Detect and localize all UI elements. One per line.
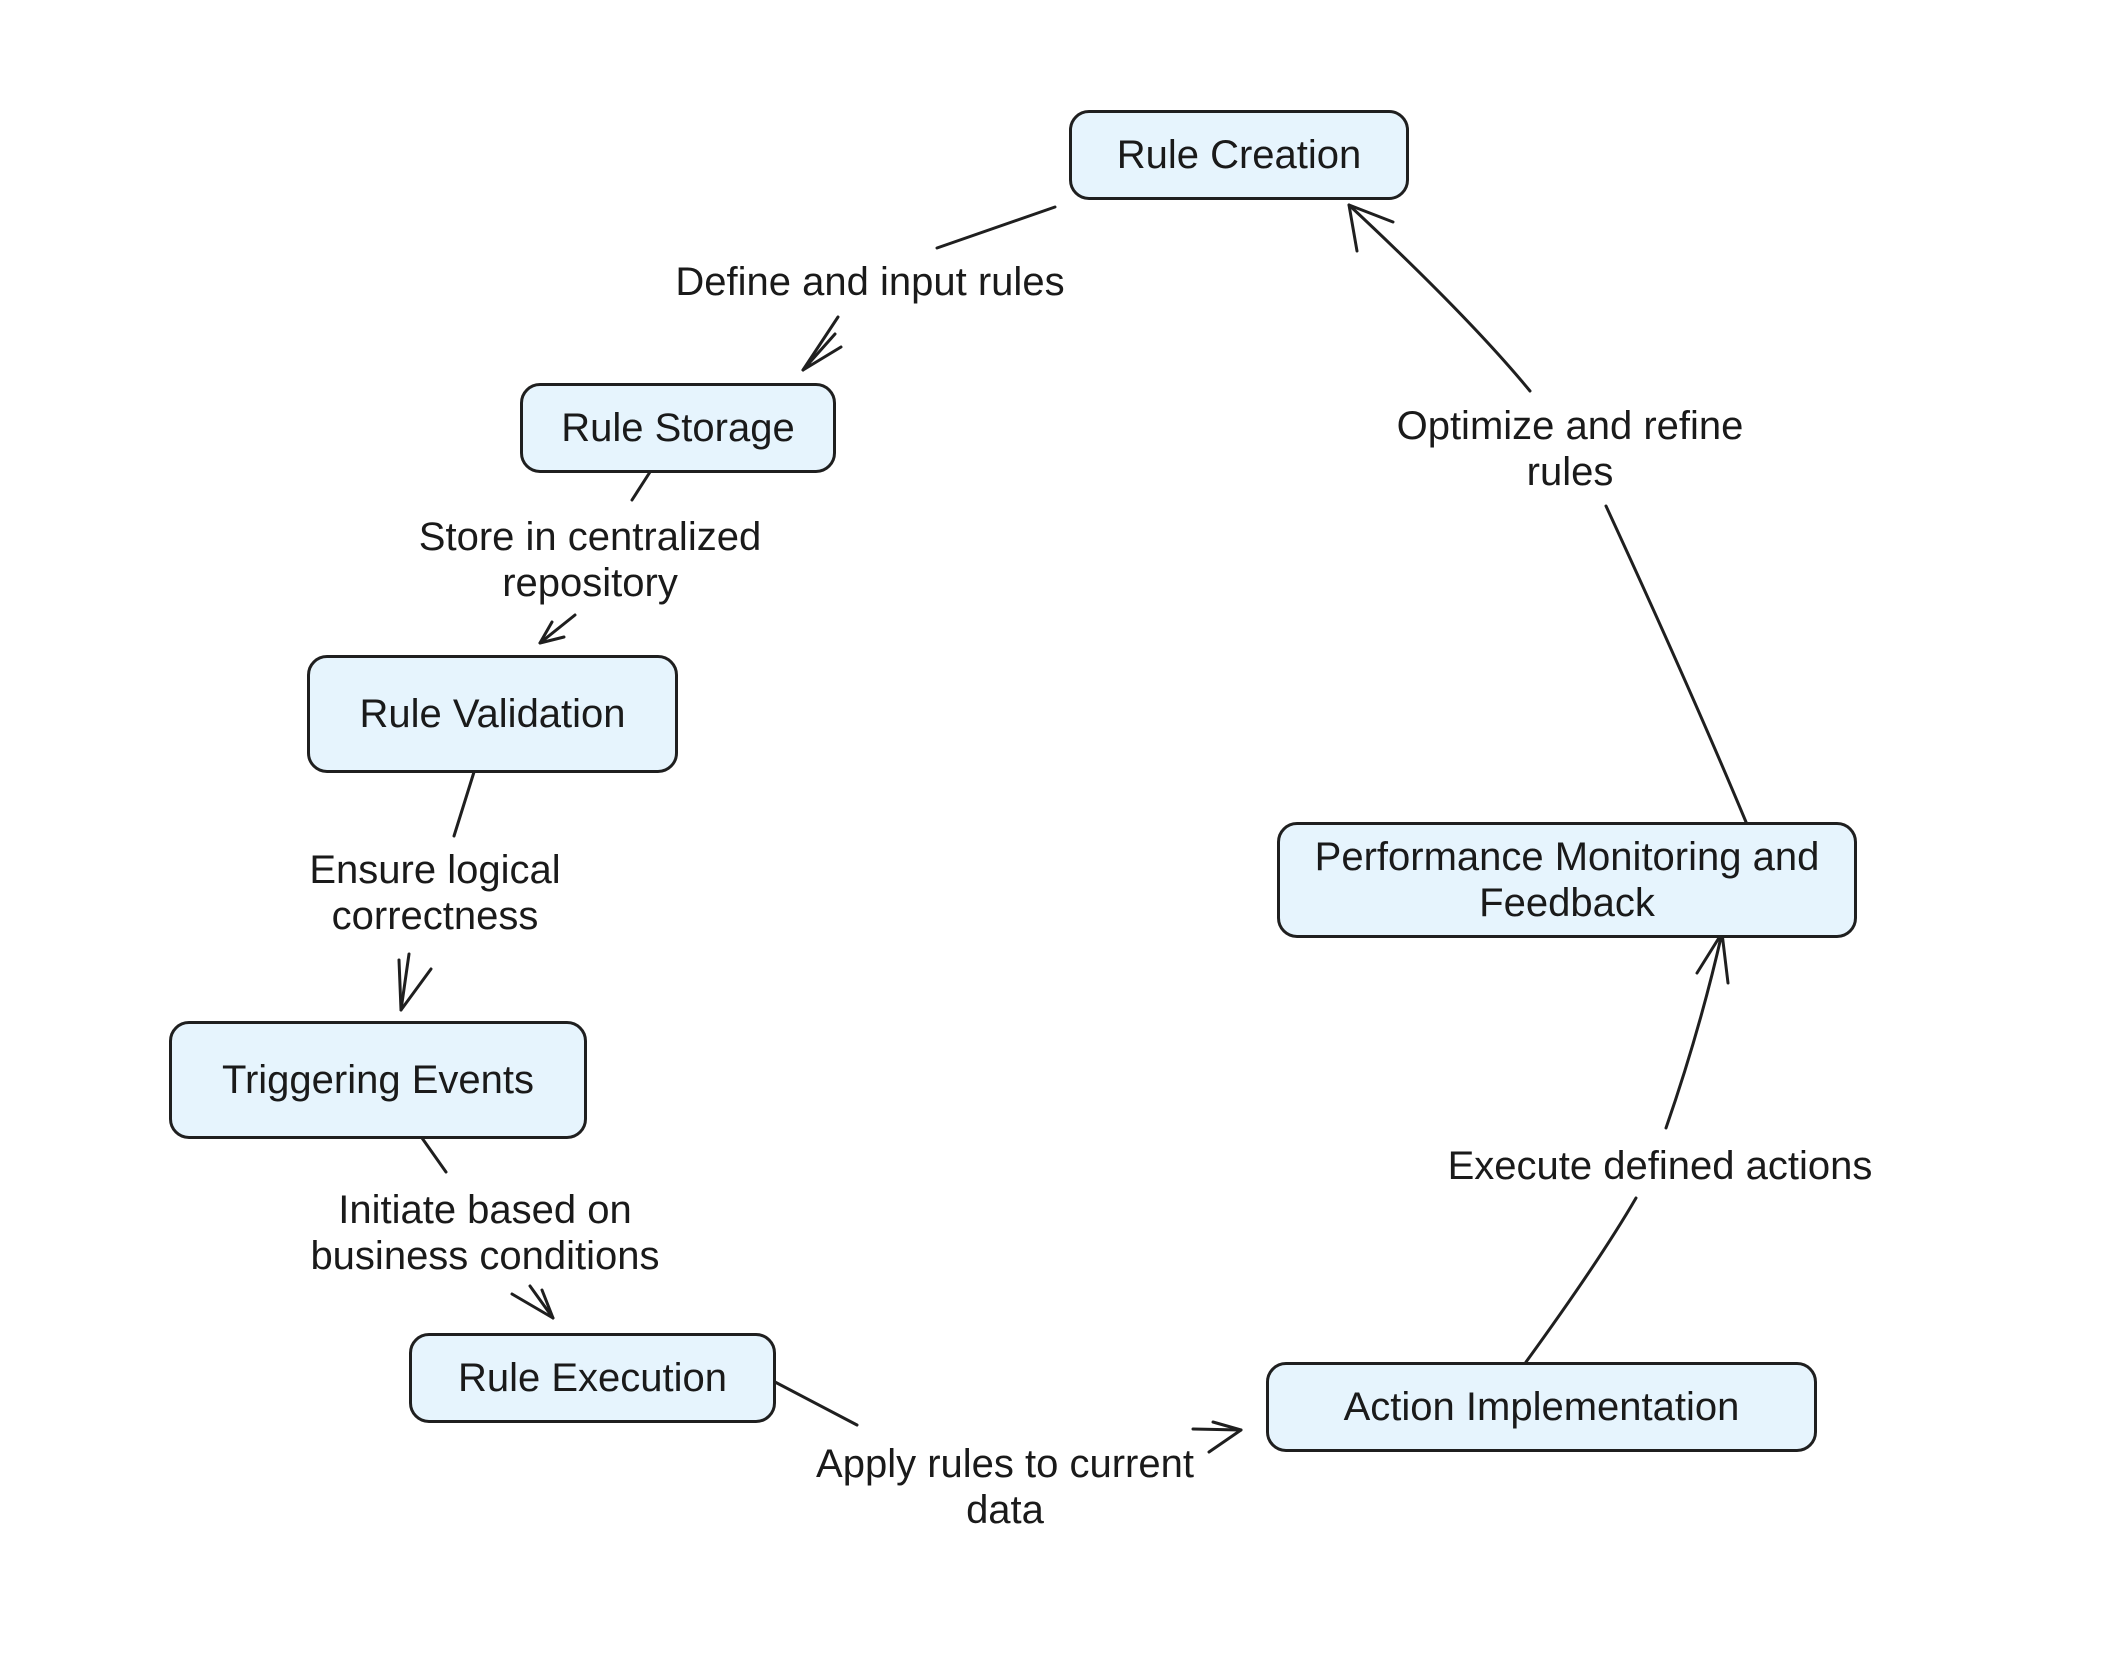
arrowhead-triggering-to-execution [510,1288,555,1320]
edge-label-line: Apply rules to current [816,1442,1194,1486]
edge-label-line: correctness [331,894,539,938]
edge-creation-to-storage [935,205,1057,250]
edge-label-line: repository [502,561,678,605]
edge-triggering-to-execution-tail [528,1284,555,1320]
edge-label-line: data [966,1488,1044,1532]
edge-performance-to-creation [1604,504,1748,824]
arrowhead-performance-to-creation [1347,203,1395,253]
edge-execution-to-action [773,1380,859,1427]
arrowhead-validation-to-triggering [397,958,433,1012]
node-rule-execution[interactable]: Rule Execution [409,1333,776,1423]
edge-label-apply-rules: Apply rules to current data [800,1441,1210,1533]
edge-label-line: rules [1526,450,1614,494]
edge-execution-to-action-tail [1191,1427,1243,1432]
edge-action-to-performance-tail [1664,931,1724,1130]
node-performance-monitoring[interactable]: Performance Monitoring and Feedback [1277,822,1857,938]
node-triggering-events[interactable]: Triggering Events [169,1021,587,1139]
edge-action-to-performance [1524,1196,1638,1364]
edge-label-optimize-refine: Optimize and refine rules [1380,403,1760,495]
edge-label-line: Execute defined actions [1447,1144,1873,1188]
edge-label-initiate-business: Initiate based on business conditions [300,1187,670,1279]
arrowhead-execution-to-action [1207,1420,1243,1454]
edge-label-ensure-logical: Ensure logical correctness [290,847,580,939]
node-rule-creation[interactable]: Rule Creation [1069,110,1409,200]
edge-label-line: business conditions [310,1234,660,1278]
edge-creation-to-storage-tail [801,315,840,372]
edge-label-line: Optimize and refine [1396,404,1744,448]
edge-label-define-input: Define and input rules [670,259,1070,305]
arrowhead-creation-to-storage [801,332,843,372]
edge-storage-to-validation [630,470,652,502]
node-action-implementation[interactable]: Action Implementation [1266,1362,1817,1452]
node-rule-validation[interactable]: Rule Validation [307,655,678,773]
edge-label-store-centralized: Store in centralized repository [400,514,780,606]
arrowhead-storage-to-validation [538,620,566,645]
edge-triggering-to-execution [420,1136,448,1174]
edge-validation-to-triggering [452,770,476,838]
edge-label-line: Initiate based on [338,1188,632,1232]
edge-label-line: Define and input rules [675,260,1065,304]
edge-storage-to-validation-tail [538,613,577,645]
edge-validation-to-triggering-tail [399,952,411,1012]
edge-performance-to-creation-tail [1347,203,1532,393]
edge-label-line: Ensure logical [309,848,561,892]
edge-label-line: Store in centralized [418,515,762,559]
node-rule-storage[interactable]: Rule Storage [520,383,836,473]
edge-label-execute-actions: Execute defined actions [1430,1143,1890,1189]
